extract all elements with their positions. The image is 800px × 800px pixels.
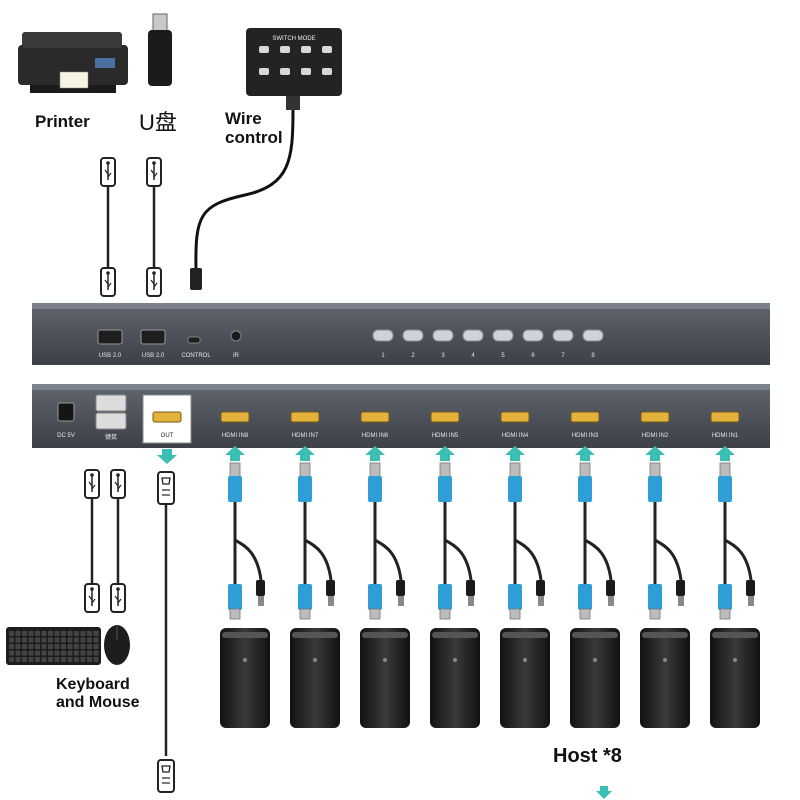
- dc-power-label: DC 5V: [57, 433, 75, 439]
- front-ir-label: IR: [233, 353, 240, 359]
- keyboard-icon: [6, 627, 101, 665]
- port-button-6[interactable]: [522, 329, 544, 342]
- port-button-label-3: 3: [441, 353, 445, 359]
- host-pc-8: [218, 444, 272, 730]
- kvm-front-panel: USB 2.0 USB 2.0 CONTROL IR 1 2 3 4 5 6 7 8: [32, 303, 770, 365]
- host-pc-7: [288, 444, 342, 730]
- host-arrow-icon: [596, 786, 612, 799]
- hdmi-input-port-8[interactable]: [220, 411, 250, 423]
- hdmi-input-label-6: HDMI IN6: [362, 433, 389, 439]
- hdmi-input-label-3: HDMI IN3: [572, 433, 599, 439]
- front-usb1-label: USB 2.0: [99, 353, 122, 359]
- udisk-usb-cable: [146, 157, 162, 297]
- keyboard-usb-port-2[interactable]: [95, 412, 127, 430]
- out-label: OUT: [161, 433, 174, 439]
- hdmi-usb-cable-7: [288, 444, 342, 730]
- udisk-label: U盘: [139, 110, 177, 135]
- hdmi-input-label-1: HDMI IN1: [712, 433, 739, 439]
- hdmi-input-label-2: HDMI IN2: [642, 433, 669, 439]
- front-control-label: CONTROL: [181, 353, 211, 359]
- keyboard-usb-cable-2: [110, 469, 126, 613]
- port-button-8[interactable]: [582, 329, 604, 342]
- mouse-icon: [104, 625, 130, 665]
- host-pc-6: [358, 444, 412, 730]
- host-label: Host *8: [553, 745, 622, 767]
- hdmi-usb-cable-6: [358, 444, 412, 730]
- wire-control-label: Wire control: [225, 109, 283, 147]
- port-button-2[interactable]: [402, 329, 424, 342]
- wire-control-cable: [194, 109, 295, 271]
- port-button-1[interactable]: [372, 329, 394, 342]
- port-button-label-8: 8: [591, 353, 595, 359]
- keyboard-usb-label: 键鼠: [105, 433, 117, 441]
- hdmi-input-port-5[interactable]: [430, 411, 460, 423]
- port-button-label-7: 7: [561, 353, 565, 359]
- control-plug: [190, 268, 202, 290]
- port-button-label-2: 2: [411, 353, 415, 359]
- hdmi-usb-cable-3: [568, 444, 622, 730]
- hdmi-usb-cable-2: [638, 444, 692, 730]
- host-pc-4: [498, 444, 552, 730]
- host-pc-2: [638, 444, 692, 730]
- port-button-label-5: 5: [501, 353, 505, 359]
- port-button-label-6: 6: [531, 353, 535, 359]
- wire-control-remote-icon: SWITCH MODE: [246, 28, 342, 110]
- hdmi-input-label-5: HDMI IN5: [432, 433, 459, 439]
- hdmi-inputs: HDMI IN8 HDMI IN7 HDMI IN6 HDMI IN5 HDMI IN4…: [220, 411, 740, 439]
- wire-control-label-line2: control: [225, 127, 283, 147]
- front-usb2-label: USB 2.0: [142, 353, 165, 359]
- host-pcs: [218, 444, 762, 730]
- hdmi-input-port-2[interactable]: [640, 411, 670, 423]
- host-pc-3: [568, 444, 622, 730]
- dc-power-port[interactable]: [57, 402, 75, 422]
- port-button-label-1: 1: [381, 353, 385, 359]
- keyboard-label-line1: Keyboard: [56, 676, 130, 693]
- printer-icon: [18, 32, 128, 93]
- port-buttons: 1 2 3 4 5 6 7 8: [372, 329, 604, 359]
- hdmi-input-port-6[interactable]: [360, 411, 390, 423]
- hdmi-input-label-4: HDMI IN4: [502, 433, 529, 439]
- keyboard-mouse-label: Keyboard and Mouse: [56, 676, 140, 711]
- hdmi-input-port-4[interactable]: [500, 411, 530, 423]
- port-button-5[interactable]: [492, 329, 514, 342]
- port-button-7[interactable]: [552, 329, 574, 342]
- control-port[interactable]: [187, 336, 201, 344]
- wire-control-label-line1: Wire: [225, 109, 262, 128]
- host-pc-1: [708, 444, 762, 730]
- ir-sensor: [230, 330, 242, 342]
- keyboard-label-line2: and Mouse: [56, 693, 140, 711]
- printer-label: Printer: [35, 112, 90, 131]
- port-button-label-4: 4: [471, 353, 475, 359]
- hdmi-input-port-3[interactable]: [570, 411, 600, 423]
- hdmi-input-label-7: HDMI IN7: [292, 433, 319, 439]
- hdmi-usb-cable-4: [498, 444, 552, 730]
- hdmi-usb-cable-8: [218, 444, 272, 730]
- port-button-3[interactable]: [432, 329, 454, 342]
- usb-port-1[interactable]: [97, 329, 123, 345]
- hdmi-out-port[interactable]: [152, 411, 182, 423]
- hdmi-input-port-1[interactable]: [710, 411, 740, 423]
- usb-port-2[interactable]: [140, 329, 166, 345]
- usb-drive-icon: [148, 13, 172, 86]
- printer-usb-cable: [100, 157, 116, 297]
- hdmi-out-cable: [157, 449, 177, 793]
- hdmi-input-port-7[interactable]: [290, 411, 320, 423]
- svg-text:SWITCH MODE: SWITCH MODE: [272, 36, 315, 42]
- host-pc-5: [428, 444, 482, 730]
- hdmi-usb-cable-5: [428, 444, 482, 730]
- hdmi-input-label-8: HDMI IN8: [222, 433, 249, 439]
- keyboard-usb-cable-1: [84, 469, 100, 613]
- hdmi-usb-cable-1: [708, 444, 762, 730]
- out-arrow-icon: [157, 449, 177, 464]
- keyboard-usb-port-1[interactable]: [95, 394, 127, 412]
- port-button-4[interactable]: [462, 329, 484, 342]
